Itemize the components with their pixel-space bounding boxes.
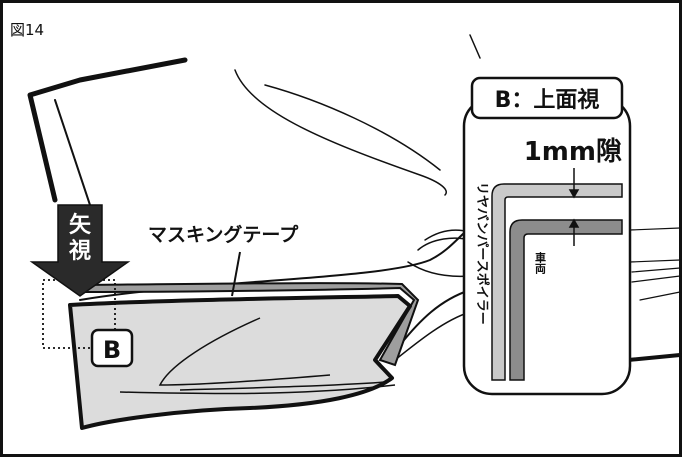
inset-vehicle-section [509, 219, 623, 381]
inset-spoiler-label: リヤバンパースポイラー [474, 182, 490, 325]
view-arrow-label-1: 矢 [69, 212, 92, 238]
view-marker-box [90, 328, 134, 368]
gap-label: 1mm隙 [524, 137, 622, 167]
inset-vehicle-label: 車両 [534, 251, 547, 275]
masking-tape-label: マスキングテープ [148, 223, 299, 246]
inset-spoiler-section [491, 183, 623, 381]
rear-spoiler [68, 294, 412, 430]
view-marker-label: B [103, 336, 121, 364]
figure-number: 図14 [10, 21, 44, 39]
inset-title-box [470, 76, 624, 120]
masking-tape [74, 282, 420, 367]
inset-title: B：上面視 [495, 88, 600, 113]
gap-dimension-arrows [566, 168, 582, 246]
view-arrow-icon [29, 204, 131, 297]
masking-tape-leader [231, 251, 241, 297]
view-arrow-label-2: 視 [69, 239, 91, 264]
spoiler-details [119, 317, 396, 395]
